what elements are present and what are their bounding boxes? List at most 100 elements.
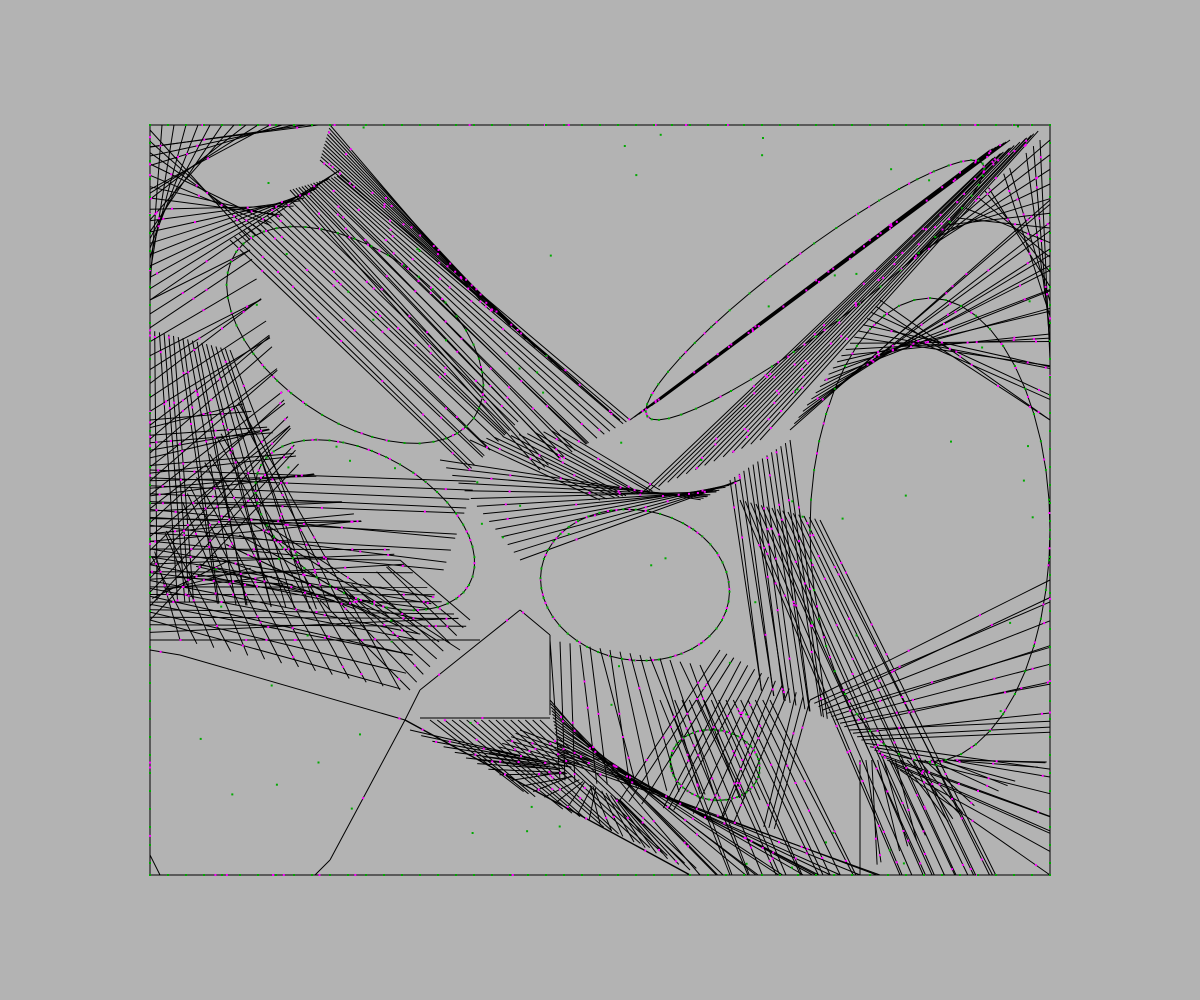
mesh-vertex	[149, 682, 151, 684]
mesh-point	[353, 600, 356, 603]
mesh-vertex	[887, 874, 889, 876]
mesh-point	[158, 493, 161, 496]
mesh-point	[597, 457, 600, 460]
mesh-point	[686, 712, 689, 715]
mesh-edge	[798, 222, 1051, 418]
mesh-point	[234, 562, 237, 565]
mesh-vertex	[917, 252, 920, 255]
mesh-point	[639, 493, 642, 496]
mesh-point	[378, 249, 381, 252]
mesh-edge	[731, 137, 1028, 454]
mesh-vertex	[329, 874, 331, 876]
mesh-point	[316, 595, 319, 598]
mesh-point	[785, 262, 788, 265]
mesh-vertex	[315, 576, 318, 579]
mesh-edge	[149, 548, 434, 598]
mesh-point	[302, 401, 304, 404]
hole-edge	[388, 440, 405, 444]
mesh-vertex	[546, 606, 549, 609]
hole-edge	[227, 261, 232, 273]
hole-edge	[276, 226, 291, 229]
mesh-point	[182, 372, 185, 375]
mesh-point	[997, 385, 999, 387]
mesh-point	[578, 641, 581, 644]
mesh-point	[155, 509, 158, 512]
mesh-point	[961, 863, 964, 866]
mesh-edge	[891, 762, 1051, 834]
hole-edge	[598, 651, 611, 657]
mesh-point	[287, 389, 290, 392]
mesh-point	[149, 543, 151, 545]
mesh-vertex	[149, 718, 151, 720]
mesh-vertex	[970, 194, 973, 197]
mesh-vertex	[321, 413, 324, 416]
mesh-point	[1013, 336, 1016, 339]
mesh-point	[799, 252, 802, 255]
mesh-vertex	[260, 513, 263, 516]
mesh-point	[323, 614, 326, 617]
mesh-point	[747, 429, 749, 432]
mesh-point	[290, 586, 293, 589]
mesh-vertex	[974, 314, 977, 317]
mesh-edge	[149, 493, 467, 509]
mesh-point	[198, 337, 201, 340]
mesh-point	[155, 562, 158, 565]
mesh-point	[782, 691, 785, 694]
mesh-edge	[266, 215, 504, 437]
mesh-edge	[619, 649, 721, 801]
mesh-point	[250, 518, 253, 521]
mesh-point	[475, 738, 478, 741]
mesh-point	[484, 305, 487, 308]
mesh-vertex	[650, 564, 653, 567]
mesh-edge	[849, 341, 1051, 344]
mesh-edge	[209, 453, 333, 675]
mesh-vertex	[617, 874, 619, 876]
mesh-point	[382, 605, 385, 608]
mesh-vertex	[855, 634, 858, 637]
mesh-vertex	[203, 874, 205, 876]
mesh-point	[340, 526, 343, 529]
mesh-vertex	[1009, 621, 1012, 624]
mesh-point	[766, 528, 769, 531]
mesh-point	[986, 193, 989, 195]
hole-edge	[657, 371, 669, 385]
mesh-point	[432, 596, 435, 598]
mesh-point	[348, 236, 351, 239]
mesh-vertex	[149, 754, 151, 756]
mesh-vertex	[342, 441, 345, 444]
mesh-vertex	[890, 168, 893, 171]
mesh-point	[184, 593, 187, 596]
mesh-point	[246, 206, 249, 209]
mesh-point	[874, 837, 877, 840]
mesh-edge	[844, 681, 1051, 728]
mesh-point	[732, 450, 735, 453]
mesh-edge	[149, 368, 278, 468]
mesh-point	[549, 742, 552, 745]
region-edge	[314, 859, 331, 876]
mesh-point	[417, 280, 420, 283]
mesh-point	[744, 405, 747, 407]
mesh-point	[221, 412, 224, 415]
mesh-point	[982, 165, 985, 168]
mesh-point	[579, 755, 582, 758]
mesh-point	[970, 746, 973, 749]
mesh-vertex	[983, 167, 986, 170]
mesh-edge	[513, 482, 735, 553]
mesh-point	[284, 418, 287, 421]
hole-edge	[559, 625, 569, 634]
mesh-vertex	[749, 378, 752, 381]
mesh-point	[559, 771, 562, 774]
mesh-point	[560, 716, 562, 718]
mesh-edge	[149, 619, 401, 690]
mesh-point	[214, 874, 217, 876]
mesh-edge	[858, 330, 1051, 369]
mesh-point	[703, 687, 706, 690]
mesh-vertex	[252, 352, 255, 355]
hole-edge	[355, 430, 373, 438]
mesh-point	[1043, 622, 1046, 625]
mesh-vertex	[745, 791, 748, 794]
mesh-edge	[149, 124, 319, 148]
mesh-edge	[149, 188, 316, 256]
mesh-edge	[956, 217, 1051, 229]
hole-edge	[878, 188, 900, 201]
